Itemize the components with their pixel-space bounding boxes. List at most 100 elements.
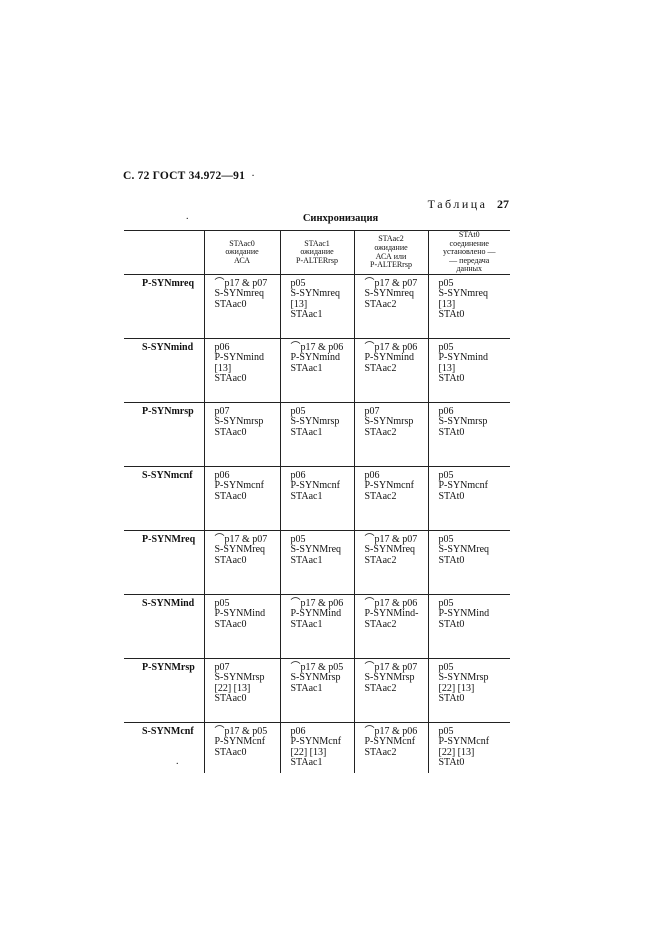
cell-line: STAac2 bbox=[364, 298, 397, 310]
cell-line: STAac0 bbox=[214, 373, 247, 385]
cell-line: P-SYNMcnf bbox=[364, 736, 416, 748]
cell-line: STAac0 bbox=[214, 618, 247, 630]
cell-line: p05 bbox=[438, 342, 454, 353]
cell-line: p07 bbox=[364, 406, 380, 417]
row-event-label: P-SYNMrsp bbox=[124, 658, 204, 723]
cell-line: STAac1 bbox=[290, 618, 323, 630]
cell-line: P-SYNmcnf bbox=[364, 480, 414, 492]
cell-line: S-SYNMrsp bbox=[214, 672, 265, 684]
header-line: соединение bbox=[449, 238, 489, 248]
cell-line: p07 bbox=[214, 406, 230, 417]
row-event-label: P-SYNMreq bbox=[124, 530, 204, 595]
cell-line: STAt0 bbox=[438, 554, 465, 566]
header-line: ожидание bbox=[300, 247, 334, 257]
cell-line: S-SYNmrsp bbox=[438, 416, 488, 428]
cell-line: P-SYNmind bbox=[364, 352, 414, 364]
cell-line: p06 bbox=[364, 470, 380, 481]
cell-line: S-SYNmrsp bbox=[214, 416, 264, 428]
header-line: P-ALTERrsp bbox=[370, 260, 412, 270]
cell-line: STAac1 bbox=[290, 554, 323, 566]
cell-line: P-SYNmind bbox=[290, 352, 340, 364]
cell-line: STAac1 bbox=[290, 426, 323, 438]
stray-dot: . bbox=[186, 211, 189, 222]
cell-line: STAac2 bbox=[364, 746, 397, 758]
cell-line: S-SYNmrsp bbox=[364, 416, 414, 428]
header-line: ожидание bbox=[374, 242, 408, 252]
cell-line: p05 bbox=[438, 534, 454, 545]
cell-line: S-SYNmreq bbox=[364, 288, 414, 300]
cell-line: ⌒p17 & p05 bbox=[214, 726, 268, 737]
cell-line: P-SYNmcnf bbox=[214, 480, 264, 492]
header-line: АСА bbox=[233, 255, 251, 265]
cell-line: STAac2 bbox=[364, 618, 397, 630]
cell-line: p05 bbox=[438, 726, 454, 737]
cell-line: P-SYNMcnf bbox=[214, 736, 266, 748]
table-number-label: Таблица bbox=[427, 197, 488, 211]
cell-line: STAac0 bbox=[214, 426, 247, 438]
cell-line: STAt0 bbox=[438, 373, 465, 385]
cell-line: STAac2 bbox=[364, 554, 397, 566]
cell-line: [13] bbox=[438, 362, 456, 374]
cell-line: P-SYNMcnf bbox=[438, 736, 490, 748]
footer-dot: . bbox=[176, 756, 179, 767]
cell-line: STAac0 bbox=[214, 298, 247, 310]
cell-line: p05 bbox=[290, 406, 306, 417]
cell-line: STAt0 bbox=[438, 426, 465, 438]
header-cell-empty bbox=[124, 230, 204, 275]
cell-line: ⌒p17 & p06 bbox=[364, 726, 418, 737]
cell-line: [22] [13] bbox=[438, 682, 475, 694]
header-line: установлено — bbox=[443, 247, 496, 257]
row-event-label: S-SYNMcnf bbox=[142, 726, 194, 737]
cell-line: S-SYNMreq bbox=[438, 544, 490, 556]
cell-line: STAac1 bbox=[290, 362, 323, 374]
header-line: STAt0 bbox=[458, 230, 480, 240]
header-line: P-ALTERrsp bbox=[296, 255, 338, 265]
cell-line: S-SYNMrsp bbox=[290, 672, 341, 684]
cell-line: STAac2 bbox=[364, 682, 397, 694]
cell-line: STAac0 bbox=[214, 693, 247, 705]
cell-line: ⌒p17 & p06 bbox=[364, 342, 418, 353]
cell-line: S-SYNMreq bbox=[214, 544, 266, 556]
cell-line: [22] [13] bbox=[438, 746, 475, 758]
cell-line: STAt0 bbox=[438, 490, 465, 502]
cell-line: ⌒p17 & p07 bbox=[214, 278, 268, 289]
cell-line: ⌒p17 & p07 bbox=[364, 534, 418, 545]
cell-line: ⌒p17 & p05 bbox=[290, 662, 344, 673]
cell-line: ⌒p17 & p07 bbox=[214, 534, 268, 545]
cell-line: [13] bbox=[438, 298, 456, 310]
table-number: Таблица 27 bbox=[428, 197, 509, 212]
cell-line: P-SYNmind bbox=[438, 352, 488, 364]
cell-line: ⌒p17 & p06 bbox=[364, 598, 418, 609]
cell-line: [22] [13] bbox=[214, 682, 251, 694]
cell-line: [13] bbox=[290, 298, 308, 310]
cell-line: p07 bbox=[214, 662, 230, 673]
cell-line: STAt0 bbox=[438, 618, 465, 630]
cell-line: P-SYNmcnf bbox=[290, 480, 340, 492]
